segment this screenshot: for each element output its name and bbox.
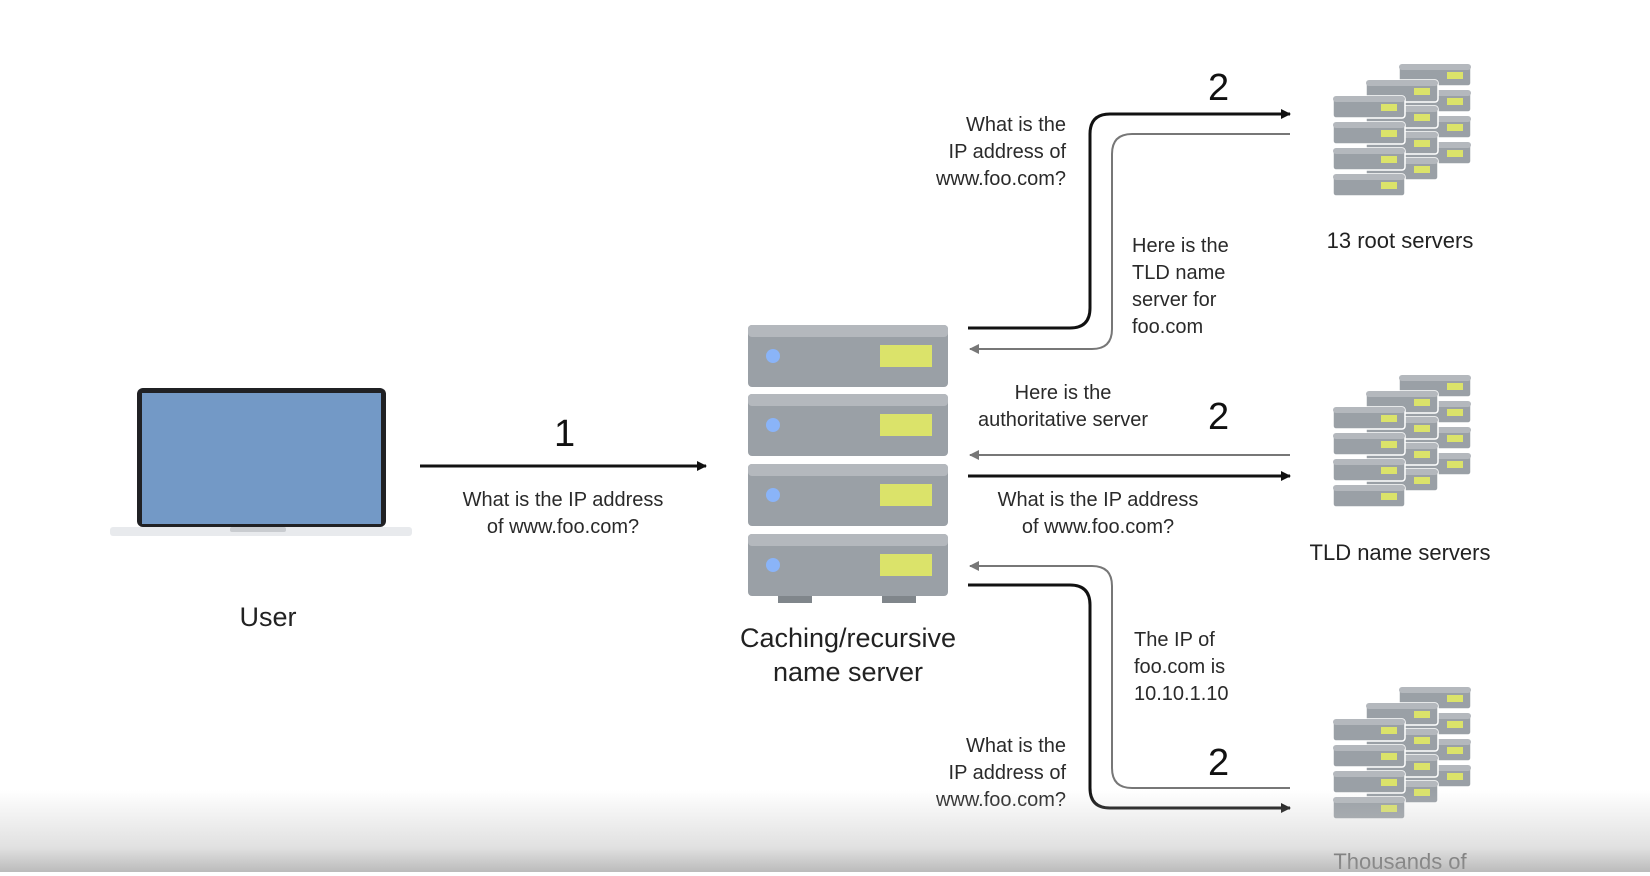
auth-reply-label: The IP of foo.com is 10.10.1.10 <box>1134 629 1229 705</box>
auth-reply-arrow <box>969 561 1290 789</box>
tld-servers-label: TLD name servers <box>1309 540 1491 565</box>
step-2-root-number: 2 <box>1208 67 1230 109</box>
step-2-auth-number: 2 <box>1208 742 1230 784</box>
step-2-tld-number: 2 <box>1208 396 1230 438</box>
step-1-number: 1 <box>554 413 576 455</box>
resolver-unit-4 <box>748 534 948 596</box>
user-label: User <box>239 602 297 632</box>
root-query-label: What is the IP address of www.foo.com? <box>935 114 1066 190</box>
root-reply-arrow <box>969 133 1290 354</box>
root-reply-label: Here is the TLD name server for foo.com <box>1132 235 1229 338</box>
laptop-icon <box>110 388 412 536</box>
root-query-arrow <box>968 109 1291 330</box>
tld-reply-label: Here is the authoritative server <box>977 382 1149 431</box>
resolver-server-icon <box>748 325 948 603</box>
authoritative-servers-icon <box>1332 686 1472 820</box>
root-servers-icon <box>1332 63 1472 197</box>
tld-query-label: What is the IP address of www.foo.com? <box>997 489 1199 538</box>
resolver-unit-3 <box>748 464 948 526</box>
resolver-unit-1 <box>748 325 948 387</box>
resolver-label: Caching/recursive name server <box>739 623 957 687</box>
resolver-unit-2 <box>748 394 948 456</box>
tld-servers-icon <box>1332 374 1472 508</box>
user-query-label: What is the IP address of www.foo.com? <box>462 489 664 538</box>
auth-query-label: What is the IP address of www.foo.com? <box>935 735 1066 811</box>
root-servers-label: 13 root servers <box>1326 228 1474 253</box>
